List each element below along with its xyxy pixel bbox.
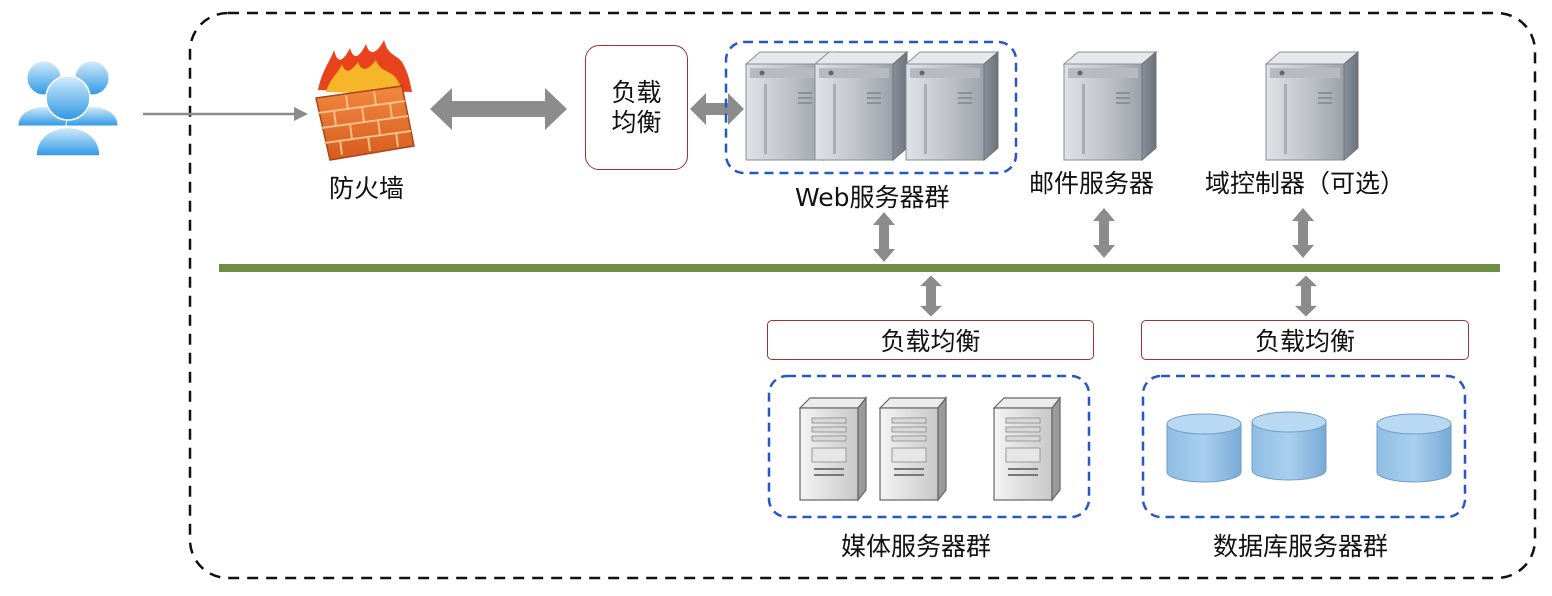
- lb-web-arrow: [690, 93, 744, 125]
- pc-server-icon: [879, 397, 947, 501]
- database-icon: [1166, 413, 1242, 483]
- domain-controller-icon: [1265, 51, 1359, 161]
- bus-db-lb-arrow: [1295, 275, 1317, 317]
- web-bus-arrow: [873, 212, 895, 262]
- media-cluster-label: 媒体服务器群: [841, 532, 992, 561]
- network-bus: [219, 264, 1500, 272]
- firewall-icon: [315, 40, 415, 161]
- web-server-icon: [814, 51, 908, 161]
- firewall-lb-arrow: [430, 88, 567, 130]
- media-load-balancer: 负载均衡: [767, 320, 1094, 360]
- user-to-firewall-arrow: [143, 107, 308, 121]
- web-cluster-label: Web服务器群: [795, 183, 950, 212]
- database-icon: [1376, 413, 1452, 483]
- users-icon: [17, 60, 119, 157]
- pc-server-icon: [799, 397, 867, 501]
- db-cluster-border: [1141, 374, 1467, 519]
- mail-server-label: 邮件服务器: [1029, 169, 1155, 198]
- pc-server-icon: [993, 397, 1061, 501]
- firewall-label: 防火墙: [329, 174, 405, 203]
- mail-server-icon: [1063, 51, 1157, 161]
- media-cluster-border: [767, 374, 1091, 519]
- mail-bus-arrow: [1093, 208, 1115, 258]
- web-cluster-border: [724, 40, 1018, 175]
- web-server-icon: [905, 51, 999, 161]
- front-lb-label-line2: 均衡: [611, 107, 662, 137]
- front-load-balancer: 负载 均衡: [585, 45, 688, 170]
- front-lb-label-line1: 负载: [611, 77, 662, 107]
- domain-controller-label: 域控制器（可选）: [1205, 169, 1406, 198]
- dc-bus-arrow: [1292, 208, 1314, 258]
- system-boundary: [188, 11, 1537, 580]
- db-cluster-label: 数据库服务器群: [1213, 532, 1389, 561]
- bus-media-lb-arrow: [920, 275, 942, 317]
- database-icon: [1251, 411, 1327, 481]
- db-load-balancer: 负载均衡: [1141, 320, 1469, 360]
